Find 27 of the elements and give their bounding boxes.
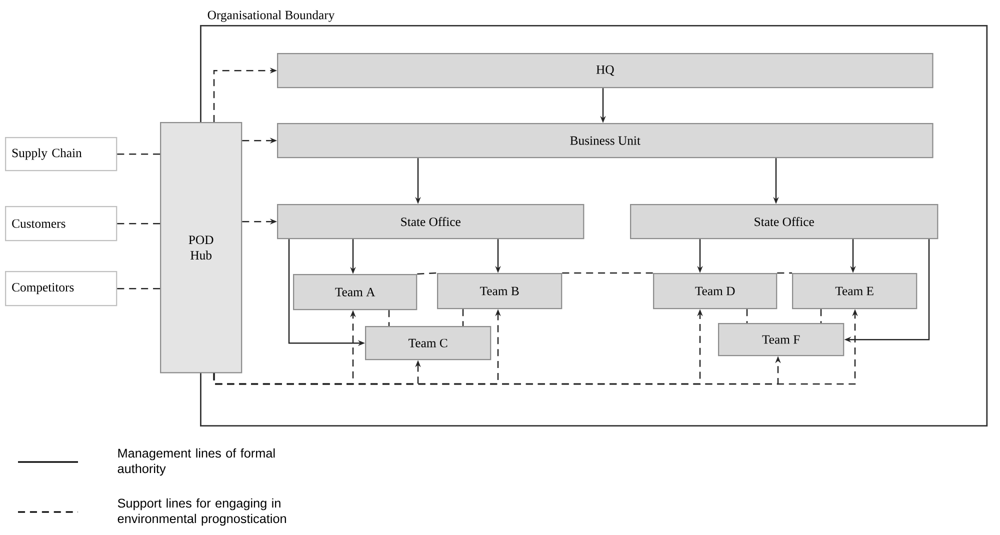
unit-box: Team B (437, 273, 562, 310)
legend-text: Management lines of formal authority (118, 448, 275, 476)
unit-box: Team E (792, 273, 918, 310)
unit-box: Team D (653, 273, 778, 310)
input-box: Competitors (5, 271, 118, 306)
unit-box: Business Unit (277, 123, 934, 158)
unit-box: HQ (277, 53, 934, 88)
unit-box: State Office (630, 204, 938, 240)
connector-line (117, 288, 160, 290)
input-box: Customers (5, 206, 118, 242)
connector-line (562, 272, 653, 274)
connector-line (388, 310, 390, 326)
unit-box: State Office (277, 204, 584, 240)
legend-text: Support lines for engaging in environmental prognostication (118, 498, 286, 526)
unit-box: Team A (293, 274, 418, 310)
input-box: Supply Chain (5, 137, 118, 172)
connector-line (117, 153, 160, 155)
connector-line (820, 309, 822, 323)
connector-line (462, 309, 464, 326)
connector-line (777, 272, 792, 274)
connector-line (746, 309, 748, 323)
hub-box: POD Hub (160, 122, 242, 374)
unit-box: Team F (718, 323, 844, 356)
connector-line (117, 222, 160, 224)
node-label: Organisational Boundary (208, 10, 335, 22)
unit-box: Team C (365, 326, 492, 360)
connector-line (417, 272, 438, 275)
